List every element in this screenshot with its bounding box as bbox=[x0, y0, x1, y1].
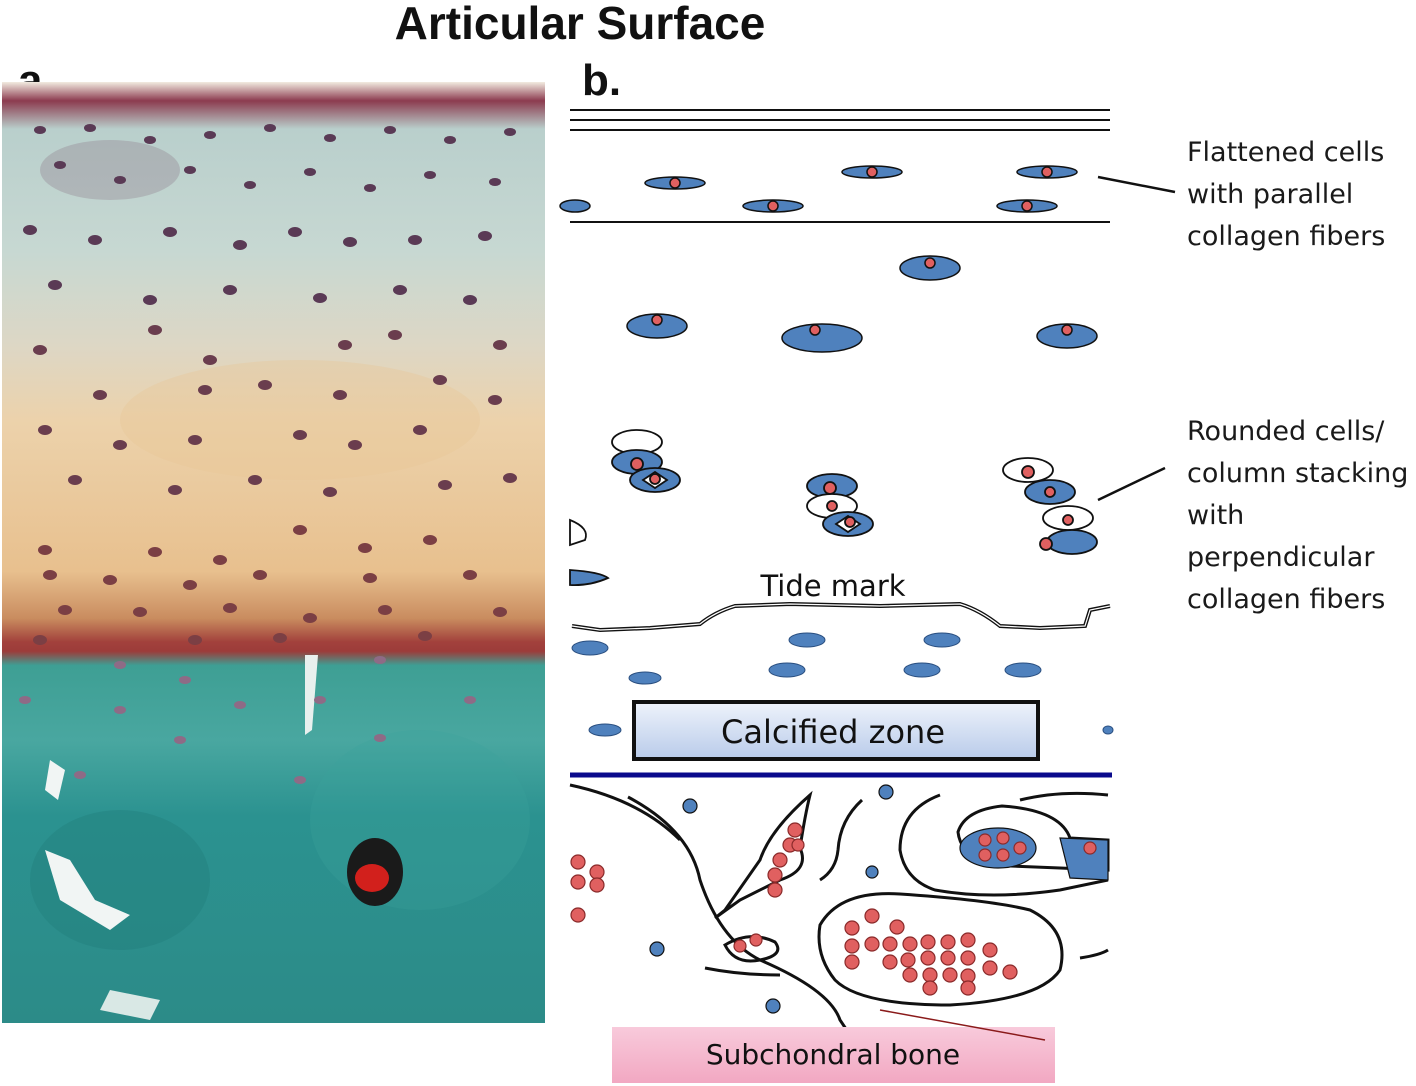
flattened-cells bbox=[559, 165, 1078, 213]
subchondral-bone-label: Subchondral bone bbox=[706, 1038, 960, 1071]
rounded-cells-annotation: Rounded cells/ column stacking with perp… bbox=[1187, 416, 1409, 615]
tide-mark-line bbox=[571, 601, 1111, 633]
cell-columns bbox=[569, 429, 1098, 587]
transitional-cells bbox=[626, 255, 1098, 353]
panel-b-label: b. bbox=[582, 56, 622, 105]
subchondral-bone-box bbox=[612, 1027, 1055, 1083]
bone-cells bbox=[649, 784, 1109, 1014]
subchondral-trabeculae bbox=[569, 783, 1110, 1036]
flattened-cells-annotation: Flattened cells with parallel collagen f… bbox=[1187, 137, 1386, 252]
tide-mark-label: Tide mark bbox=[759, 569, 905, 603]
histology-micrograph bbox=[2, 82, 545, 1023]
calcified-zone-label: Calcified zone bbox=[721, 713, 945, 751]
figure-title: Articular Surface bbox=[394, 0, 766, 49]
calcified-cells bbox=[571, 632, 1114, 737]
schematic-diagram: Tide mark Calcified zone Subchondral bon… bbox=[559, 109, 1176, 1083]
calcified-zone-box bbox=[632, 700, 1040, 761]
marrow-cells bbox=[570, 822, 1097, 996]
